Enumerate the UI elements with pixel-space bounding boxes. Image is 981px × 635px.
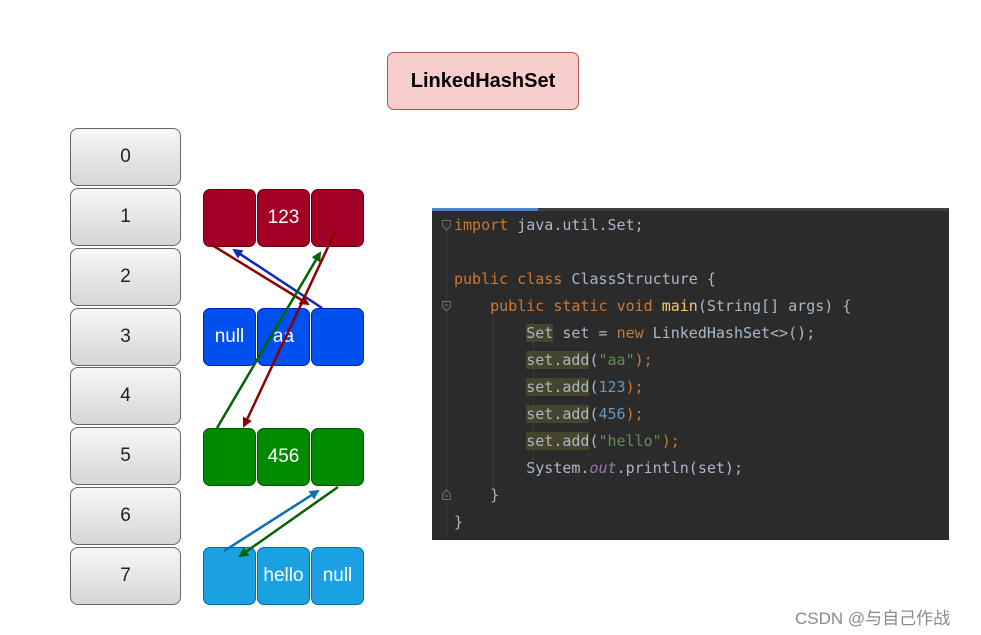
code-line-7: set.add(123); [454,374,644,401]
editor-tab-bar [432,208,949,211]
fold-close-icon [442,489,451,500]
code-line-8: set.add(456); [454,401,644,428]
code-line-1: import java.util.Set; [454,212,644,239]
node-456-value: 456 [257,428,310,486]
gutter-divider [446,218,447,538]
code-token: set.add [526,405,590,423]
code-token: System. [526,459,590,477]
arrow-hello-to-456 [223,489,320,553]
code-token: ClassStructure { [562,270,716,288]
active-tab-indicator [432,208,538,211]
table-index-4: 4 [70,367,181,425]
code-token: } [490,486,500,504]
arrow-123-to-aa [211,243,310,306]
code-line-6: set.add("aa"); [454,347,653,374]
code-line-12: } [454,509,463,536]
code-token: out [589,459,617,477]
code-line-4: public static void main(String[] args) { [454,293,851,320]
cell-text: 123 [267,207,300,228]
table-index-3: 3 [70,308,181,366]
title-box: LinkedHashSet [387,52,579,110]
code-token: ( [589,432,599,450]
code-token: class [517,270,563,288]
code-token: static [553,297,608,315]
indent-guide [493,308,494,488]
node-123-after [311,189,364,247]
code-token: .println(set); [616,459,743,477]
code-line-10: System.out.println(set); [454,455,743,482]
node-123-before [203,189,256,247]
code-token: new [616,324,644,342]
node-aa-after [311,308,364,366]
code-line-9: set.add("hello"); [454,428,680,455]
table-index-7: 7 [70,547,181,605]
cell-text: aa [272,326,295,347]
code-token: ( [589,351,599,369]
code-editor: import java.util.Set; public class Class… [432,208,949,540]
code-token: ( [589,378,599,396]
node-456-after [311,428,364,486]
code-line-5: Set set = new LinkedHashSet<>(); [454,320,815,347]
fold-open-icon [442,301,451,312]
index-label: 1 [120,206,131,227]
code-token: import [454,216,509,234]
arrow-aa-to-123 [232,248,323,310]
table-index-6: 6 [70,487,181,545]
node-123-value: 123 [257,189,310,247]
arrow-456-to-hello [238,485,339,558]
index-label: 0 [120,146,131,167]
fold-open-icon [442,220,451,231]
code-token: } [454,513,464,531]
cell-text: null [214,326,245,347]
code-token: public [454,270,509,288]
code-token: ( [589,405,599,423]
code-token: ); [661,432,680,450]
code-token: Set [526,324,554,342]
index-label: 7 [120,565,131,586]
code-token: void [616,297,653,315]
code-token: set.add [526,378,590,396]
code-token: ); [634,351,653,369]
table-index-0: 0 [70,128,181,186]
cell-text: null [322,565,353,586]
node-aa-value: aa [257,308,310,366]
code-token: 123 [598,378,626,396]
index-label: 5 [120,445,131,466]
node-hello-before [203,547,256,605]
table-index-2: 2 [70,248,181,306]
code-line-11: } [454,482,499,509]
node-hello-value: hello [257,547,310,605]
table-index-5: 5 [70,427,181,485]
code-token: set = [553,324,617,342]
index-label: 2 [120,266,131,287]
code-token: main [661,297,698,315]
title-text: LinkedHashSet [410,69,556,92]
cell-text: 456 [267,446,300,467]
code-token: set.add [526,351,590,369]
node-aa-before: null [203,308,256,366]
code-token: 456 [598,405,626,423]
node-456-before [203,428,256,486]
code-token: set.add [526,432,590,450]
code-token: LinkedHashSet<>(); [643,324,816,342]
watermark: CSDN @与自己作战 [795,609,951,628]
code-token: "hello" [598,432,662,450]
code-token: public [490,297,545,315]
node-hello-after: null [311,547,364,605]
code-token: ); [625,405,644,423]
code-token: (String[] args) { [697,297,852,315]
index-label: 6 [120,505,131,526]
code-line-3: public class ClassStructure { [454,266,716,293]
table-index-1: 1 [70,188,181,246]
code-token: java.util.Set; [508,216,644,234]
index-label: 3 [120,326,131,347]
cell-text: hello [263,565,304,586]
code-token: ); [625,378,644,396]
index-label: 4 [120,385,131,406]
code-token: "aa" [598,351,635,369]
